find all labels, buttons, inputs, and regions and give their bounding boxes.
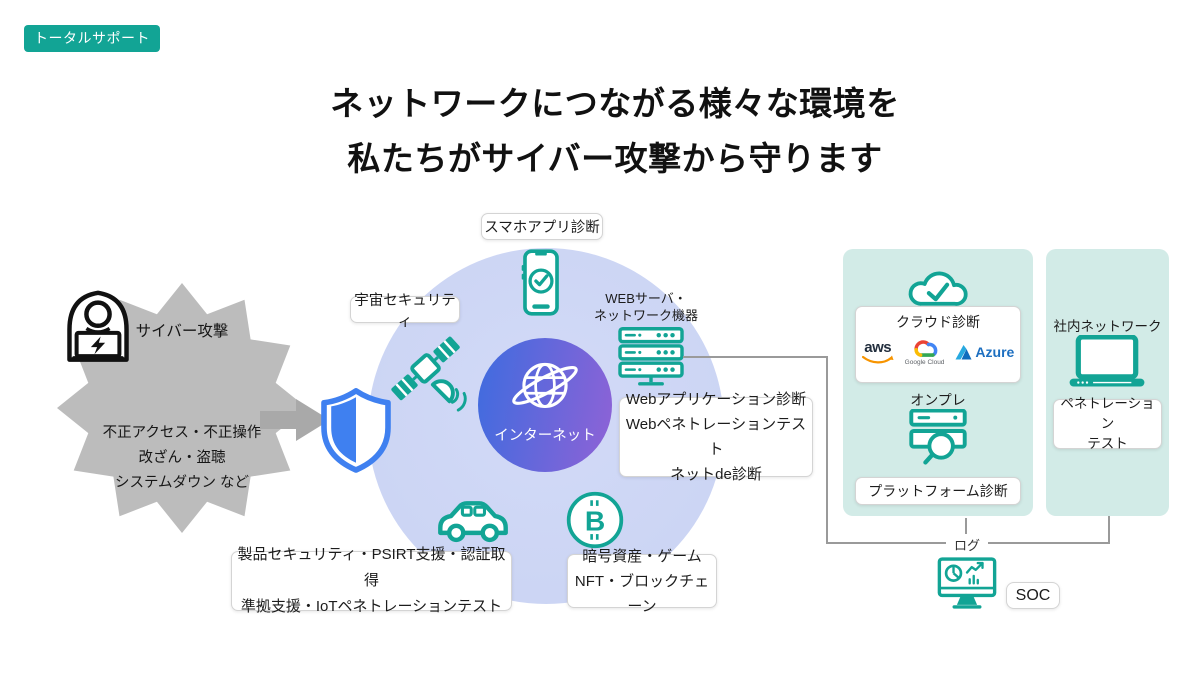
bitcoin-icon: B bbox=[566, 491, 624, 549]
web-server-label: WEBサーバ・ ネットワーク機器 bbox=[586, 290, 706, 324]
aws-smile-icon bbox=[861, 355, 894, 364]
car-icon bbox=[438, 501, 508, 543]
azure-logo: Azure bbox=[955, 344, 1014, 360]
total-support-badge: トータルサポート bbox=[24, 25, 160, 52]
cyber-attack-starburst: サイバー攻撃 不正アクセス・不正操作 改ざん・盗聴 システムダウン など bbox=[57, 283, 307, 533]
office-network-panel: 社内ネットワーク ペネトレーション テスト bbox=[1046, 249, 1169, 516]
title-line-2: 私たちがサイバー攻撃から守ります bbox=[347, 140, 883, 178]
connector-panel2-down bbox=[1108, 516, 1110, 544]
smartphone-diagnosis-label: スマホアプリ診断 bbox=[481, 213, 603, 240]
platform-diagnosis-box: プラットフォーム診断 bbox=[855, 477, 1021, 505]
crypto-line1: 暗号資産・ゲーム bbox=[582, 547, 702, 565]
cloud-onprem-panel: クラウド診断 aws Google Cloud bbox=[843, 249, 1033, 516]
attack-arrow-icon bbox=[260, 399, 330, 441]
globe-icon bbox=[512, 362, 578, 409]
cyber-attack-label: サイバー攻撃 bbox=[135, 323, 229, 340]
cloud-diagnosis-label: クラウド診断 bbox=[896, 314, 980, 330]
product-security-line2: 準拠支援・IoTペネトレーションテスト bbox=[240, 598, 503, 615]
log-label: ログ bbox=[946, 535, 988, 554]
attack-example-1: 不正アクセス・不正操作 bbox=[102, 425, 262, 441]
azure-icon bbox=[955, 344, 972, 360]
web-diagnosis-box: Webアプリケーション診断 Webペネトレーションテスト ネットde診断 bbox=[619, 391, 813, 483]
title-line-1: ネットワークにつながる様々な環境を bbox=[330, 85, 900, 122]
web-diagnosis-line2: Webペネトレーションテスト bbox=[625, 416, 807, 458]
google-cloud-logo: Google Cloud bbox=[904, 337, 945, 367]
cloud-check-icon bbox=[908, 271, 968, 306]
onprem-label: オンプレ bbox=[910, 392, 966, 408]
attack-example-2: 改ざん・盗聴 bbox=[138, 450, 226, 466]
cloud-diagnosis-box: クラウド診断 aws Google Cloud bbox=[855, 306, 1021, 383]
shield-icon bbox=[321, 388, 391, 473]
connector-server-to-panels bbox=[683, 356, 827, 358]
hacker-icon bbox=[67, 290, 129, 362]
server-search-icon bbox=[909, 409, 967, 465]
penetration-test-line1: ペネトレーション bbox=[1060, 396, 1155, 431]
cloud-logos: aws Google Cloud bbox=[861, 337, 1014, 367]
web-diagnosis-line1: Webアプリケーション診断 bbox=[625, 391, 807, 408]
soc-badge: SOC bbox=[1006, 582, 1060, 609]
attack-examples: 不正アクセス・不正操作 改ざん・盗聴 システムダウン など bbox=[57, 421, 307, 496]
smartphone-icon bbox=[521, 249, 559, 316]
internet-circle: インターネット bbox=[478, 338, 612, 472]
connector-panel1-down bbox=[965, 518, 967, 534]
satellite-icon bbox=[391, 336, 467, 412]
connector-log-right bbox=[988, 542, 1110, 544]
product-security-line1: 製品セキュリティ・PSIRT支援・認証取得 bbox=[237, 546, 506, 589]
soc-monitor-icon bbox=[937, 557, 997, 609]
penetration-test-line2: テスト bbox=[1087, 436, 1128, 451]
attack-example-3: システムダウン など bbox=[114, 475, 250, 491]
laptop-icon bbox=[1069, 335, 1145, 387]
aws-wordmark: aws bbox=[864, 338, 892, 356]
office-network-label: 社内ネットワーク bbox=[1053, 319, 1162, 334]
crypto-line2: NFT・ブロックチェーン bbox=[574, 572, 710, 615]
azure-wordmark: Azure bbox=[975, 343, 1015, 360]
aws-logo: aws bbox=[861, 338, 894, 364]
space-security-label: 宇宙セキュリティ bbox=[350, 293, 460, 330]
svg-text:B: B bbox=[585, 504, 605, 536]
web-server-label-line1: WEBサーバ・ bbox=[605, 291, 687, 306]
crypto-box: 暗号資産・ゲーム NFT・ブロックチェーン bbox=[567, 548, 717, 615]
google-cloud-icon bbox=[913, 340, 937, 357]
web-diagnosis-line3: ネットde診断 bbox=[670, 466, 762, 483]
web-server-label-line2: ネットワーク機器 bbox=[593, 308, 698, 323]
connector-log-left bbox=[826, 542, 946, 544]
connector-vertical-left bbox=[826, 356, 828, 544]
server-rack-icon bbox=[618, 327, 684, 386]
google-cloud-caption: Google Cloud bbox=[904, 359, 945, 366]
penetration-test-box: ペネトレーション テスト bbox=[1053, 396, 1162, 451]
product-security-box: 製品セキュリティ・PSIRT支援・認証取得 準拠支援・IoTペネトレーションテス… bbox=[231, 546, 512, 615]
page-title: ネットワークにつながる様々な環境を 私たちがサイバー攻撃から守ります bbox=[315, 76, 915, 186]
internet-label: インターネット bbox=[494, 428, 596, 444]
